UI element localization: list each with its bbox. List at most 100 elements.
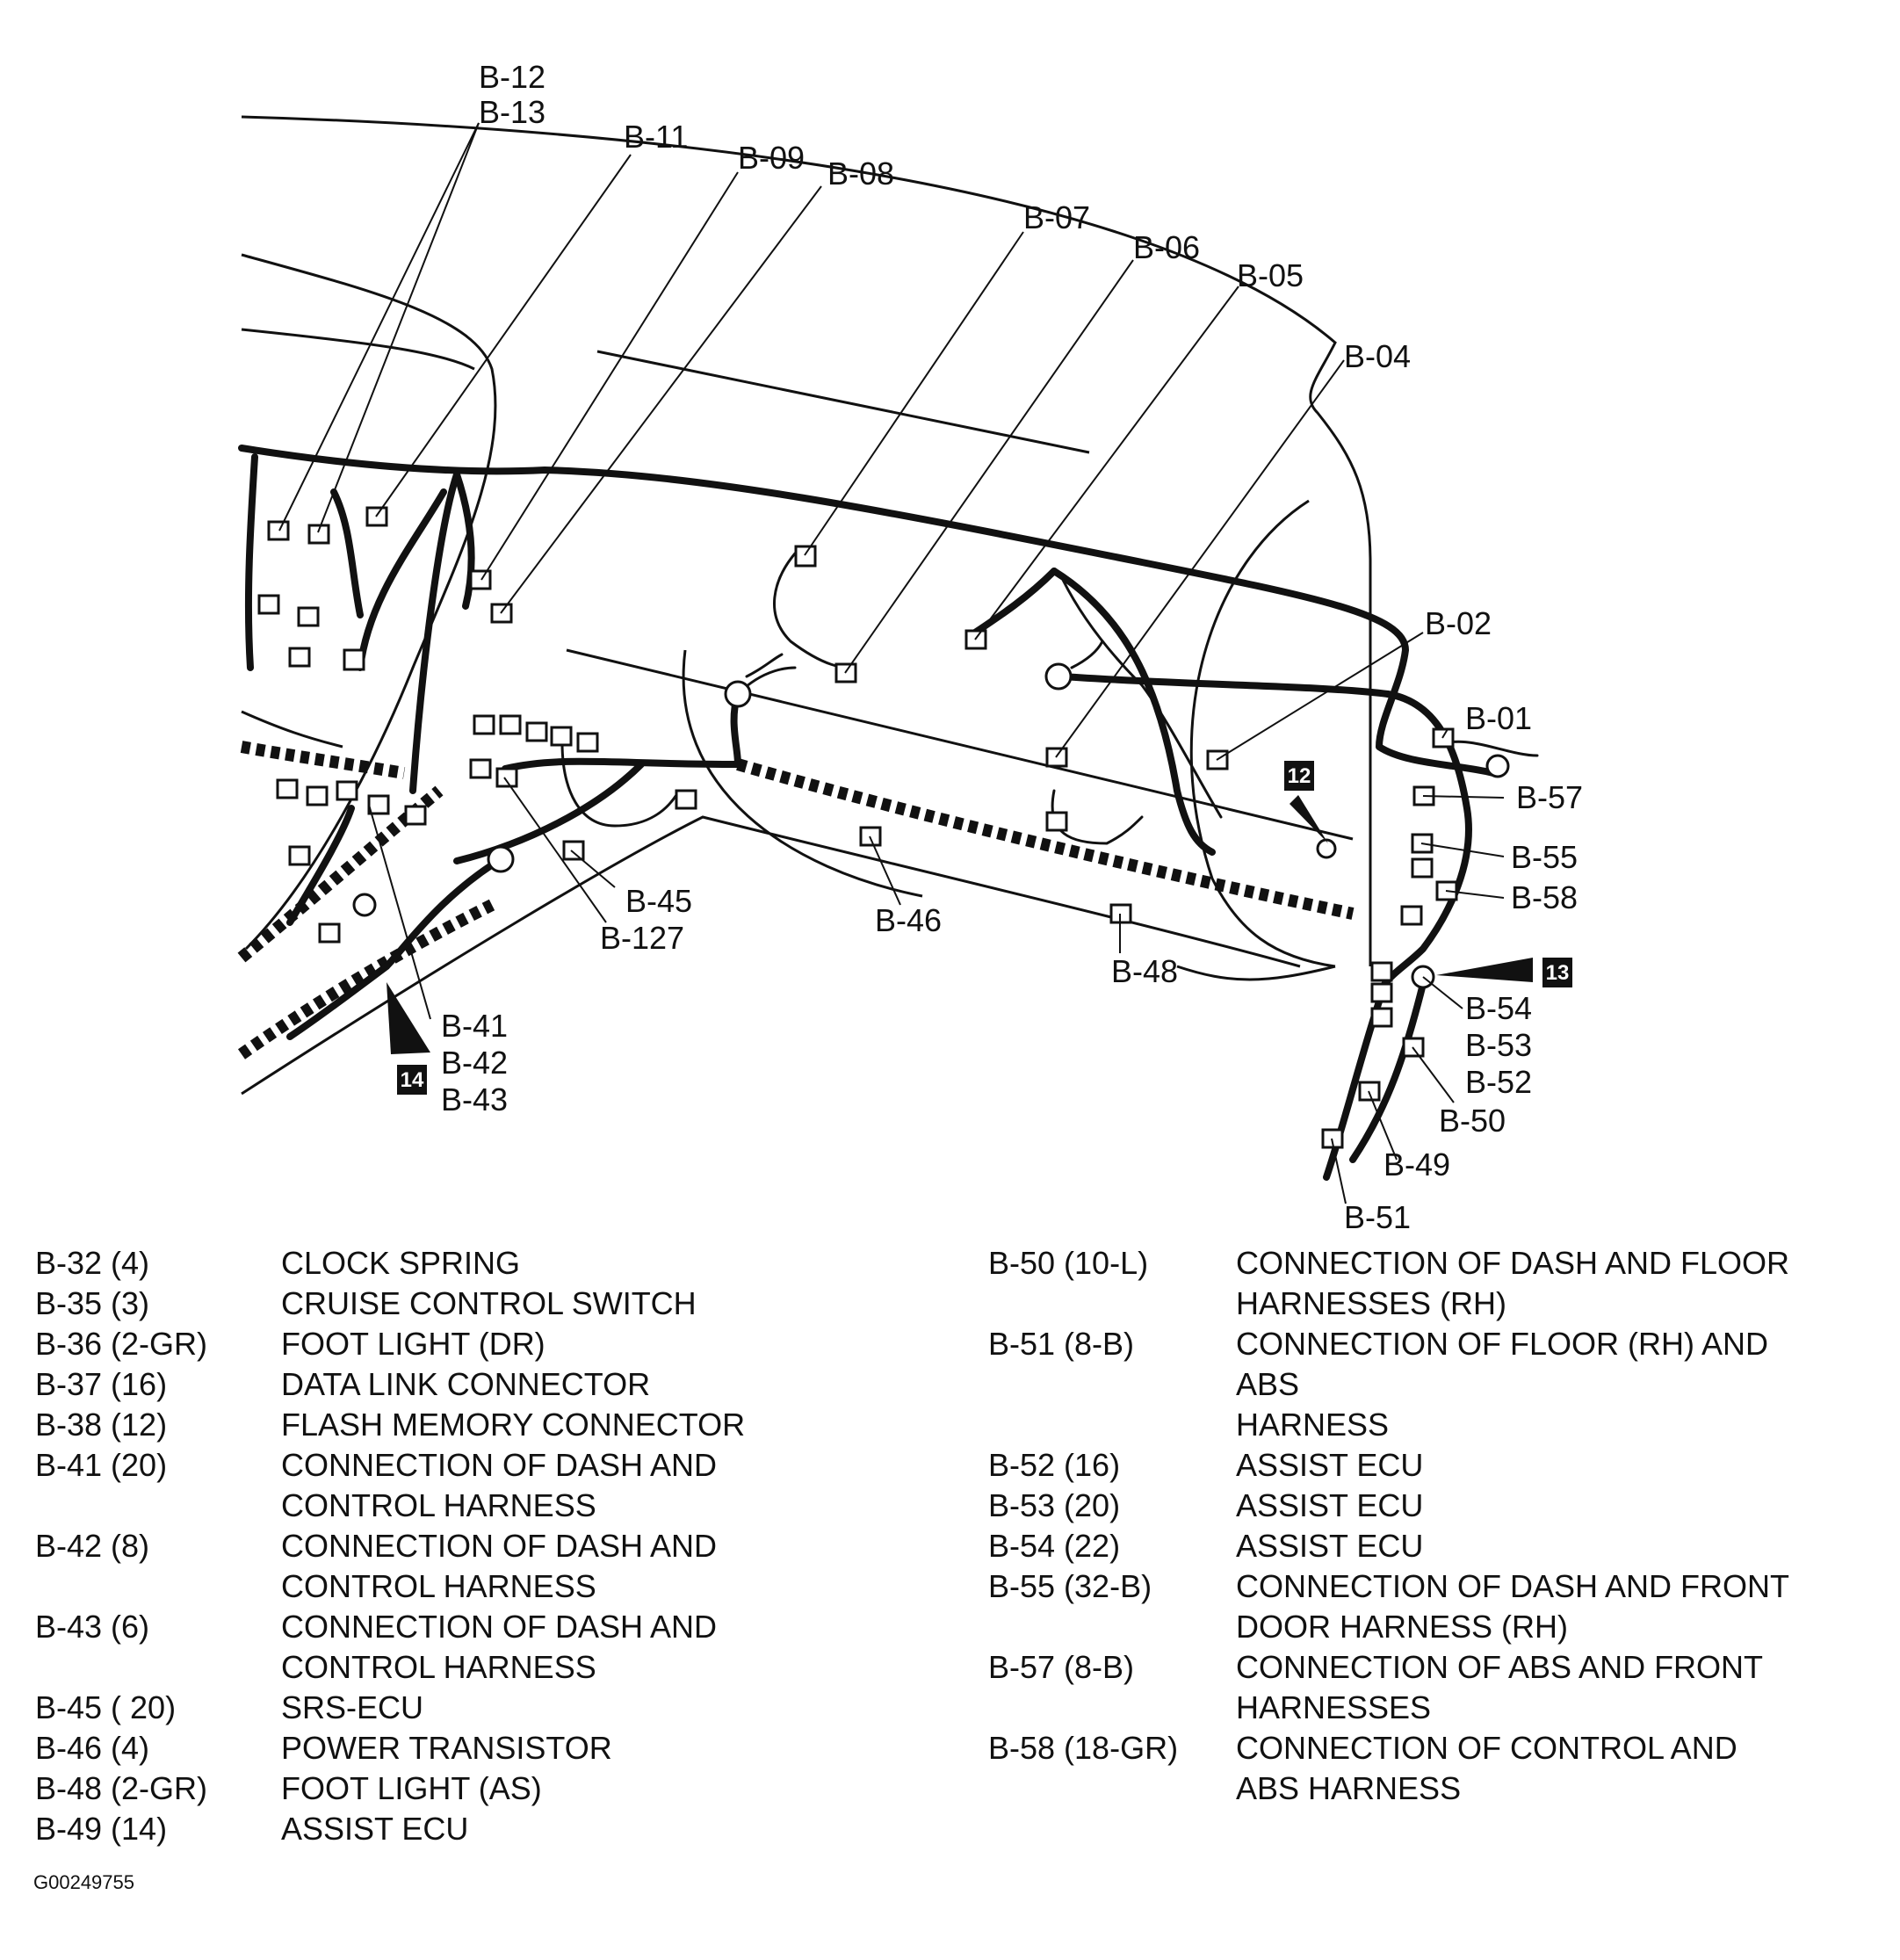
legend-row: B-53 (20) ASSIST ECU [988,1486,1867,1526]
connector-description: CONNECTION OF DASH AND FLOOR HARNESSES (… [1236,1245,1790,1321]
connector-code: B-55 (32-B) [988,1568,1152,1604]
figure-id: G00249755 [33,1871,134,1893]
callout-b42: B-42 [441,1045,508,1081]
callout-b48: B-48 [1111,953,1178,989]
connector-code: B-37 (16) [35,1366,168,1402]
legend-row: B-51 (8-B) CONNECTION OF FLOOR (RH) AND A… [988,1324,1867,1445]
connector-code: B-49 (14) [35,1811,168,1847]
harness-bands [237,741,1355,1060]
connector-code: B-46 (4) [35,1730,150,1766]
legend-row: B-50 (10-L) CONNECTION OF DASH AND FLOOR … [988,1243,1867,1324]
connector-code: B-32 (4) [35,1245,150,1281]
connector-description: CONNECTION OF DASH AND CONTROL HARNESS [281,1447,718,1523]
legend-row: B-46 (4) POWER TRANSISTOR [35,1728,966,1768]
connector-code: B-48 (2-GR) [35,1770,208,1806]
connector-code: B-52 (16) [988,1447,1121,1483]
callout-b57: B-57 [1516,779,1583,815]
leader-lines [278,122,1505,1204]
callout-b50: B-50 [1439,1103,1506,1139]
legend-row: B-42 (8) CONNECTION OF DASH AND CONTROL H… [35,1526,966,1607]
legend-row: B-49 (14) ASSIST ECU [35,1809,966,1849]
callout-b06: B-06 [1133,229,1200,265]
connector-description: CONNECTION OF DASH AND CONTROL HARNESS [281,1609,718,1685]
connector-description: SRS-ECU [281,1689,424,1725]
connector-code: B-58 (18-GR) [988,1730,1179,1766]
legend-row: B-35 (3) CRUISE CONTROL SWITCH [35,1284,966,1324]
legend-row: B-37 (16) DATA LINK CONNECTOR [35,1364,966,1405]
badge-13: 13 [1436,958,1572,987]
connector-description: DATA LINK CONNECTOR [281,1366,651,1402]
connector-description: CONNECTION OF CONTROL AND ABS HARNESS [1236,1730,1737,1806]
connector-description: CONNECTION OF DASH AND FRONT DOOR HARNES… [1236,1568,1790,1645]
connector-description: POWER TRANSISTOR [281,1730,612,1766]
connector-description: FLASH MEMORY CONNECTOR [281,1407,746,1443]
badge-12-label: 12 [1288,764,1311,788]
connector-description: ASSIST ECU [281,1811,469,1847]
connector-code: B-50 (10-L) [988,1245,1149,1281]
callout-b04: B-04 [1344,338,1411,374]
dashboard-outline [241,115,1372,1096]
legend-left: B-32 (4) CLOCK SPRING B-35 (3) CRUISE CONTR… [35,1243,966,1849]
callout-b43: B-43 [441,1081,508,1117]
callout-b55: B-55 [1511,839,1578,875]
callout-b54: B-54 [1465,990,1532,1026]
callout-b02: B-02 [1425,605,1492,641]
callout-b46: B-46 [875,902,942,938]
callout-b08: B-08 [827,155,894,192]
callout-b07: B-07 [1023,199,1090,235]
connector-description: CONNECTION OF ABS AND FRONT HARNESSES [1236,1649,1764,1725]
main-harness [238,445,1497,1181]
callout-b127: B-127 [600,920,684,956]
legend-row: B-41 (20)CONNECTION OF DASH AND CONTROL … [35,1445,966,1526]
connector-code: B-53 (20) [988,1487,1121,1523]
callout-b12: B-12 [479,59,545,95]
legend-row: B-52 (16) ASSIST ECU [988,1445,1867,1486]
callout-b13: B-13 [479,94,545,130]
connector-description: ASSIST ECU [1236,1487,1424,1523]
badge-13-label: 13 [1546,961,1570,985]
callout-b09: B-09 [738,140,805,176]
legend-row: B-57 (8-B) CONNECTION OF ABS AND FRONT HA… [988,1647,1867,1728]
legend-row: B-38 (12) FLASH MEMORY CONNECTOR [35,1405,966,1445]
grommets [352,662,1510,989]
connector-description: ASSIST ECU [1236,1447,1424,1483]
legend-row: B-32 (4) CLOCK SPRING [35,1243,966,1284]
connector-code: B-36 (2-GR) [35,1326,208,1362]
callout-labels: B-12 B-13 B-11 B-09 B-08 B-07 B-06 B-05 … [441,59,1583,1235]
connector-code: B-57 (8-B) [988,1649,1135,1685]
legend-row: B-43 (6) CONNECTION OF DASH AND CONTROL H… [35,1607,966,1688]
connector-code: B-51 (8-B) [988,1326,1135,1362]
legend-row: B-48 (2-GR) FOOT LIGHT (AS) [35,1768,966,1809]
connector-code: B-38 (12) [35,1407,168,1443]
badge-12: 12 [1284,761,1328,843]
callout-b49: B-49 [1383,1146,1450,1183]
legend-row: B-45 ( 20)SRS-ECU [35,1688,966,1728]
badge-14: 14 [387,982,430,1095]
connector-code: B-42 (8) [35,1528,150,1564]
connector-description: ASSIST ECU [1236,1528,1424,1564]
legend-row: B-58 (18-GR) CONNECTION OF CONTROL AND AB… [988,1728,1867,1809]
connector-description: CONNECTION OF FLOOR (RH) AND ABS HARNESS [1236,1326,1769,1443]
connector-description: CLOCK SPRING [281,1245,521,1281]
legend-row: B-55 (32-B) CONNECTION OF DASH AND FRONT … [988,1566,1867,1647]
callout-b51: B-51 [1344,1199,1411,1235]
legend-row: B-54 (22) ASSIST ECU [988,1526,1867,1566]
callout-b53: B-53 [1465,1027,1532,1063]
callout-b05: B-05 [1237,257,1304,293]
legend-right: B-50 (10-L) CONNECTION OF DASH AND FLOOR … [988,1243,1867,1809]
callout-b01: B-01 [1465,700,1532,736]
connector-description: FOOT LIGHT (DR) [281,1326,545,1362]
callout-b58: B-58 [1511,879,1578,915]
callout-b45: B-45 [625,883,692,919]
connector-description: FOOT LIGHT (AS) [281,1770,542,1806]
legend-row: B-36 (2-GR) FOOT LIGHT (DR) [35,1324,966,1364]
wiring-harness-diagram: 12 13 14 B-12 B-13 B-11 B-09 B-08 B-07 B… [237,59,1583,1235]
callout-b11: B-11 [624,119,688,155]
connector-code: B-35 (3) [35,1285,150,1321]
badge-14-label: 14 [401,1068,424,1092]
callout-b52: B-52 [1465,1064,1532,1100]
connector-code: B-54 (22) [988,1528,1121,1564]
connector-description: CRUISE CONTROL SWITCH [281,1285,697,1321]
connector-description: CONNECTION OF DASH AND CONTROL HARNESS [281,1528,718,1604]
connector-code: B-43 (6) [35,1609,150,1645]
